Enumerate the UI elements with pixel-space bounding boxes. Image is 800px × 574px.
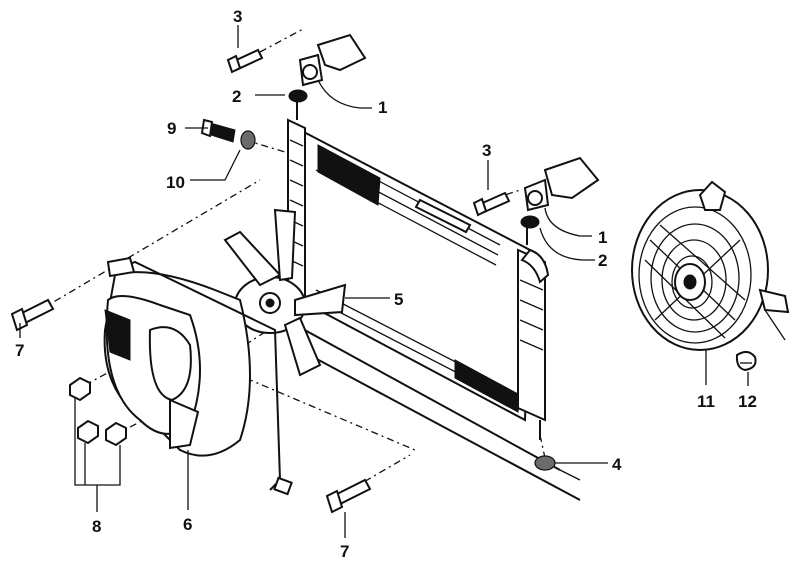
clip xyxy=(735,351,757,372)
bolt-3-left xyxy=(226,48,264,74)
bolt-3-right xyxy=(472,191,511,217)
callout-9: 9 xyxy=(167,119,176,138)
bolt-7-bottom xyxy=(325,478,372,514)
callout-12: 12 xyxy=(738,392,757,411)
callout-6: 6 xyxy=(183,515,192,534)
callout-1-right: 1 xyxy=(598,228,607,247)
callout-3-left: 3 xyxy=(233,7,242,26)
upper-bracket-right xyxy=(523,156,600,212)
callout-7-left: 7 xyxy=(15,341,24,360)
callout-10: 10 xyxy=(166,173,185,192)
callout-8: 8 xyxy=(92,517,101,536)
callout-3-right: 3 xyxy=(482,141,491,160)
callout-4: 4 xyxy=(612,455,622,474)
temp-sensor xyxy=(200,118,236,143)
fan-shroud xyxy=(103,256,293,496)
callout-11: 11 xyxy=(697,392,715,411)
upper-bracket-left xyxy=(298,33,367,87)
sensor-washer xyxy=(240,130,256,150)
bolt-7-left xyxy=(10,298,55,332)
fan-blade xyxy=(223,208,347,377)
insulator-right xyxy=(520,215,540,229)
radiator-fins-upper xyxy=(317,144,381,206)
callout-2-right: 2 xyxy=(598,251,607,270)
callout-1-left: 1 xyxy=(378,98,387,117)
electric-fan xyxy=(631,180,790,351)
insulator-left xyxy=(288,89,308,103)
nuts-8 xyxy=(69,376,127,447)
callout-2-left: 2 xyxy=(232,87,241,106)
radiator xyxy=(287,100,550,440)
callout-5: 5 xyxy=(394,290,403,309)
callout-labels: 3 2 1 9 10 3 1 2 5 4 7 8 6 7 11 12 xyxy=(15,7,757,561)
callout-7-bottom: 7 xyxy=(340,542,349,561)
radiator-fins-lower xyxy=(454,359,521,413)
bottom-insulator xyxy=(534,455,556,471)
leader-lines xyxy=(19,25,749,538)
